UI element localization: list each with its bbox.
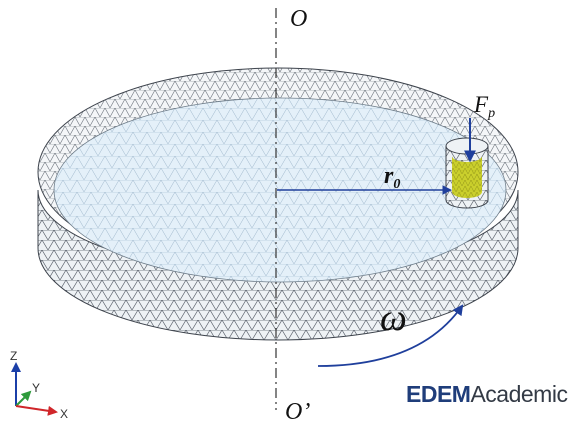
omega-label: ω: [380, 297, 407, 339]
triad-y-label: Y: [32, 381, 40, 395]
edem-academic-logo: EDEMAcademic: [406, 381, 568, 408]
grinding-roller: [445, 137, 489, 209]
force-label: F: [473, 92, 489, 117]
logo-brand: EDEM: [406, 381, 471, 407]
svg-text:Fp: Fp: [473, 92, 495, 121]
triad-z-label: Z: [10, 349, 17, 363]
triad-x-label: X: [60, 407, 68, 421]
radius-subscript: 0: [393, 177, 400, 192]
force-subscript: p: [487, 106, 495, 121]
logo-suffix: Academic: [470, 381, 568, 407]
coordinate-triad: Z Y X: [10, 349, 68, 421]
rotation-arrow: [317, 304, 464, 367]
axis-label-bottom: O’: [285, 399, 310, 425]
svg-text:r0: r0: [384, 163, 400, 192]
axis-label-top: O: [290, 6, 307, 32]
radius-label: r: [384, 163, 394, 189]
